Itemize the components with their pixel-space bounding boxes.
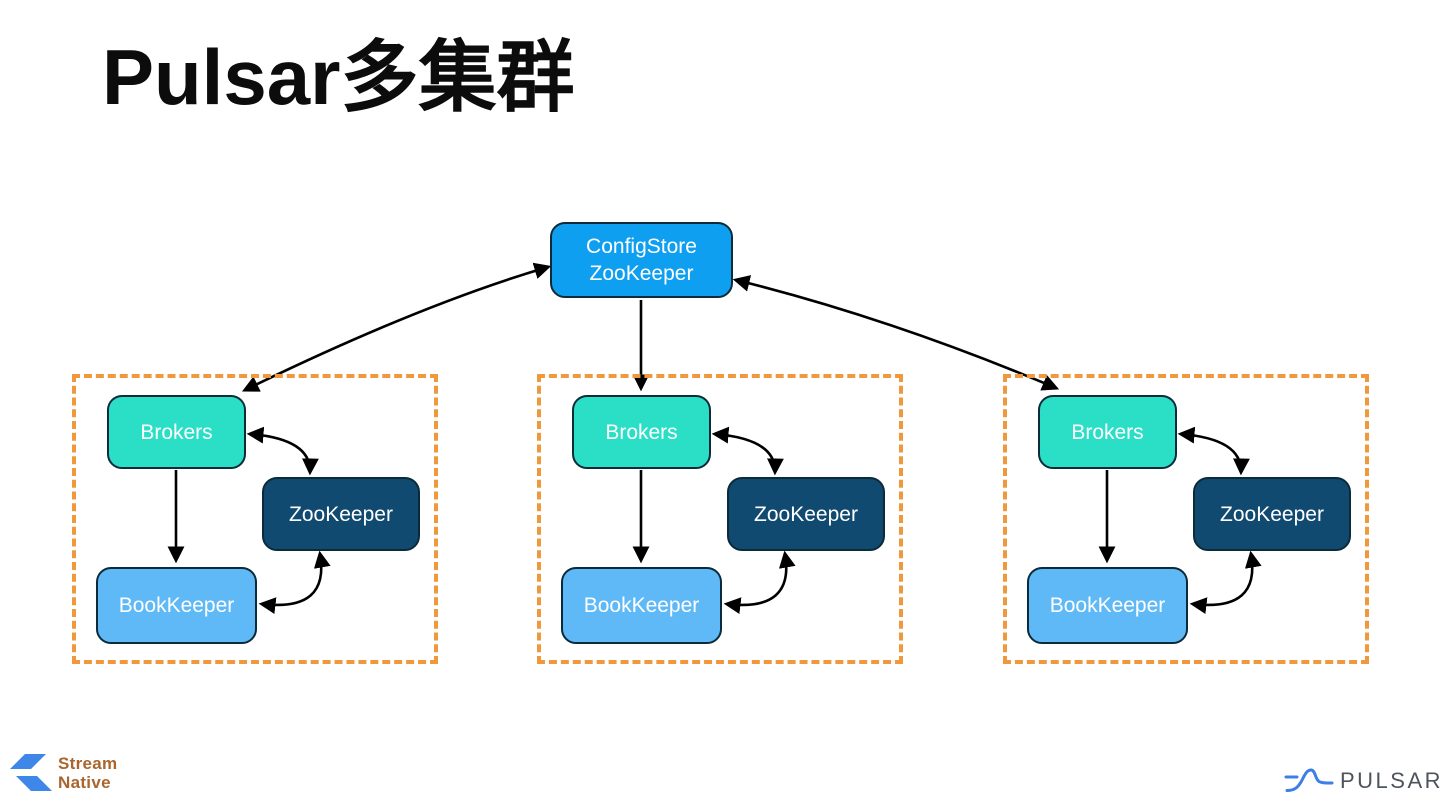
streamnative-icon <box>10 754 52 791</box>
zookeeper-label: ZooKeeper <box>289 502 393 526</box>
streamnative-line2: Native <box>58 773 111 792</box>
arrow-zookeeper-bookkeeper <box>1189 550 1262 614</box>
streamnative-logo: Stream Native <box>8 751 117 795</box>
arrow-brokers-zookeeper <box>246 426 319 476</box>
streamnative-wordmark: Stream Native <box>58 754 117 792</box>
bookkeeper-node: BookKeeper <box>1027 567 1188 644</box>
bookkeeper-label: BookKeeper <box>583 594 700 617</box>
page-title: Pulsar多集群 <box>102 33 575 121</box>
zookeeper-node: ZooKeeper <box>1193 477 1351 551</box>
zookeeper-label: ZooKeeper <box>754 502 858 526</box>
arrow-zookeeper-bookkeeper <box>723 550 796 614</box>
brokers-node: Brokers <box>1038 395 1177 469</box>
arrow-brokers-zookeeper <box>711 426 784 476</box>
cluster-1: Brokers ZooKeeper BookKeeper <box>72 374 438 664</box>
brokers-node: Brokers <box>572 395 711 469</box>
streamnative-line1: Stream <box>58 754 118 773</box>
configstore-label-line1: ConfigStore <box>586 235 697 258</box>
zookeeper-node: ZooKeeper <box>262 477 420 551</box>
pulsar-logo: PULSAR <box>1284 763 1440 799</box>
brokers-node: Brokers <box>107 395 246 469</box>
zookeeper-label: ZooKeeper <box>1220 502 1324 526</box>
brokers-label: Brokers <box>605 420 678 444</box>
cluster-2: Brokers ZooKeeper BookKeeper <box>537 374 903 664</box>
brokers-label: Brokers <box>140 420 213 444</box>
zookeeper-node: ZooKeeper <box>727 477 885 551</box>
bookkeeper-node: BookKeeper <box>96 567 257 644</box>
arrow-config-to-cluster3 <box>732 275 1060 391</box>
brokers-label: Brokers <box>1071 420 1144 444</box>
bookkeeper-label: BookKeeper <box>1049 594 1166 617</box>
pulsar-wordmark: PULSAR <box>1340 768 1440 793</box>
arrow-zookeeper-bookkeeper <box>258 550 331 614</box>
arrow-brokers-zookeeper <box>1177 426 1250 476</box>
pulsar-icon <box>1284 768 1334 792</box>
arrow-config-to-cluster1 <box>241 262 552 392</box>
configstore-label-line2: ZooKeeper <box>589 262 694 285</box>
cluster-3: Brokers ZooKeeper BookKeeper <box>1003 374 1369 664</box>
bookkeeper-node: BookKeeper <box>561 567 722 644</box>
configstore-zookeeper-node: ConfigStore ZooKeeper <box>550 222 733 298</box>
bookkeeper-label: BookKeeper <box>118 594 235 617</box>
